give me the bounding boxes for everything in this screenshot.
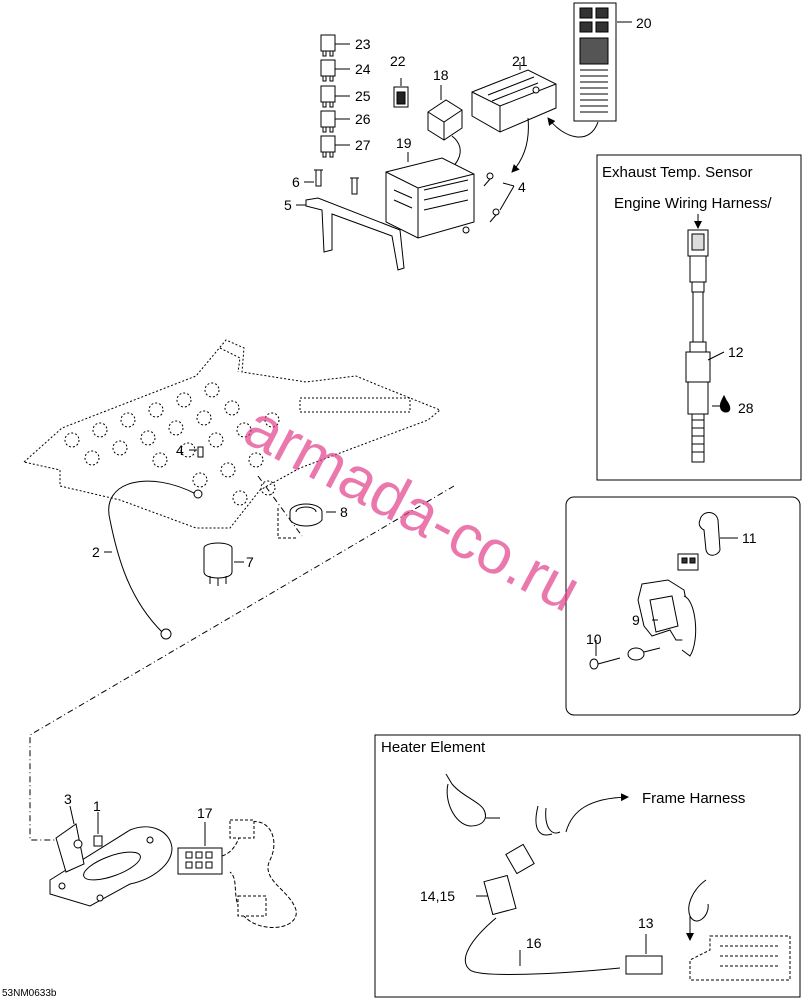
fuse-box bbox=[385, 152, 475, 239]
part-label-12: 12 bbox=[728, 344, 744, 360]
mounting-plate bbox=[22, 339, 441, 529]
part-label-1: 1 bbox=[93, 798, 101, 814]
part-label-6: 6 bbox=[292, 174, 300, 190]
fuse-puller bbox=[393, 78, 409, 108]
cap-plug bbox=[203, 542, 244, 586]
part-label-5: 5 bbox=[284, 197, 292, 213]
hose-clamp bbox=[698, 512, 721, 556]
plate-screw bbox=[189, 446, 204, 458]
part-label-7: 7 bbox=[246, 554, 254, 570]
part-label-20: 20 bbox=[636, 15, 652, 31]
part-label-13: 13 bbox=[638, 915, 654, 931]
part-label-11: 11 bbox=[742, 530, 757, 546]
cable-tie-right bbox=[686, 879, 709, 941]
part-label-23: 23 bbox=[355, 36, 371, 52]
part-label-4-top: 4 bbox=[518, 179, 526, 195]
part-label-19: 19 bbox=[396, 135, 412, 151]
leader-lines bbox=[29, 475, 455, 841]
exhaust-temp-sensor bbox=[685, 214, 731, 463]
fuse-27 bbox=[320, 135, 350, 158]
watermark: armada-co.ru bbox=[233, 391, 591, 625]
assembly-arrows bbox=[511, 117, 599, 173]
part-label-22: 22 bbox=[390, 53, 406, 69]
part-label-17: 17 bbox=[197, 805, 213, 821]
mounting-bracket bbox=[296, 197, 405, 271]
heater-box-title: Heater Element bbox=[381, 739, 486, 756]
exhaust-box-subtitle: Engine Wiring Harness/ bbox=[614, 195, 772, 212]
fuse-25 bbox=[320, 85, 350, 108]
rivet-washer bbox=[589, 640, 661, 670]
grommet bbox=[277, 503, 336, 539]
ground-wire bbox=[104, 480, 203, 640]
connector-bracket bbox=[49, 805, 173, 907]
part-label-16: 16 bbox=[526, 935, 542, 951]
heater-element-box: Heater Element Frame Harness bbox=[374, 734, 801, 998]
sensor-mount bbox=[637, 579, 697, 657]
part-label-28: 28 bbox=[738, 400, 754, 416]
small-connector bbox=[677, 553, 699, 571]
exhaust-box-title: Exhaust Temp. Sensor bbox=[602, 164, 753, 181]
sensor-bracket-box bbox=[565, 496, 801, 716]
part-label-26: 26 bbox=[355, 111, 371, 127]
cable-tie-left bbox=[445, 773, 500, 827]
harness-connector bbox=[177, 819, 297, 928]
part-label-8: 8 bbox=[340, 504, 348, 520]
part-label-25: 25 bbox=[355, 88, 371, 104]
heater-connector bbox=[476, 805, 561, 916]
part-label-27: 27 bbox=[355, 137, 371, 153]
part-label-14-15: 14,15 bbox=[420, 888, 455, 904]
engine-part-outline bbox=[689, 935, 791, 981]
fuse-label-sticker bbox=[573, 2, 632, 122]
relay bbox=[427, 85, 463, 176]
part-number-labels: 23 24 25 26 27 22 18 21 20 19 4 6 5 4 8 … bbox=[64, 15, 757, 951]
part-label-3: 3 bbox=[64, 791, 72, 807]
fuse-23 bbox=[320, 34, 350, 57]
screws-top bbox=[304, 169, 515, 234]
part-label-4-plate: 4 bbox=[176, 442, 184, 458]
frame-harness-label: Frame Harness bbox=[642, 790, 745, 807]
heater-wire bbox=[464, 917, 621, 975]
part-label-2: 2 bbox=[92, 544, 100, 560]
fuse-26 bbox=[320, 110, 350, 133]
part-label-18: 18 bbox=[433, 67, 449, 83]
exhaust-temp-sensor-box: Exhaust Temp. Sensor Engine Wiring Harne… bbox=[596, 154, 802, 481]
part-label-10: 10 bbox=[586, 631, 602, 647]
part-label-21: 21 bbox=[512, 53, 528, 69]
part-label-24: 24 bbox=[355, 61, 371, 77]
fuse-24 bbox=[320, 59, 350, 82]
drawing-reference: 53NM0633b bbox=[2, 988, 57, 999]
fuse-box-cover bbox=[471, 62, 557, 133]
fuse-group bbox=[320, 34, 350, 158]
heater-pad bbox=[625, 934, 663, 975]
part-label-9: 9 bbox=[632, 612, 640, 628]
